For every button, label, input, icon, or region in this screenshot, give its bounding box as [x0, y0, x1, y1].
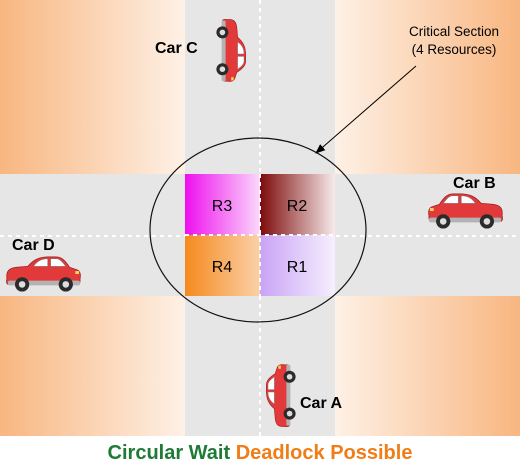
- caption: Circular Wait Deadlock Possible: [108, 442, 413, 464]
- caption-part-1: Circular Wait: [108, 442, 236, 464]
- resource-r3: [185, 174, 260, 235]
- car-b-label: Car B: [453, 175, 496, 192]
- resource-grid: R3 R2 R4 R1: [185, 174, 335, 296]
- critical-section-circle: [149, 137, 367, 323]
- corner-top-left: [0, 0, 185, 174]
- car-c-label: Car C: [155, 40, 198, 57]
- annotation-line-2: (4 Resources): [412, 42, 497, 57]
- annotation-arrow: [315, 65, 417, 154]
- caption-part-2: Deadlock Possible: [236, 442, 413, 464]
- resource-r4: [185, 235, 260, 296]
- resource-r4-label: R4: [212, 259, 233, 276]
- resource-r1: [260, 235, 335, 296]
- corner-top-right: [335, 0, 520, 174]
- resource-r1-label: R1: [287, 259, 308, 276]
- car-a-label: Car A: [300, 395, 343, 412]
- corner-bottom-right: [335, 296, 520, 436]
- corner-bottom-left: [0, 296, 185, 436]
- resource-r2: [260, 174, 335, 235]
- annotation-line-1: Critical Section: [409, 24, 499, 39]
- resource-r3-label: R3: [212, 198, 233, 215]
- resource-r2-label: R2: [287, 198, 308, 215]
- car-d-label: Car D: [12, 237, 55, 254]
